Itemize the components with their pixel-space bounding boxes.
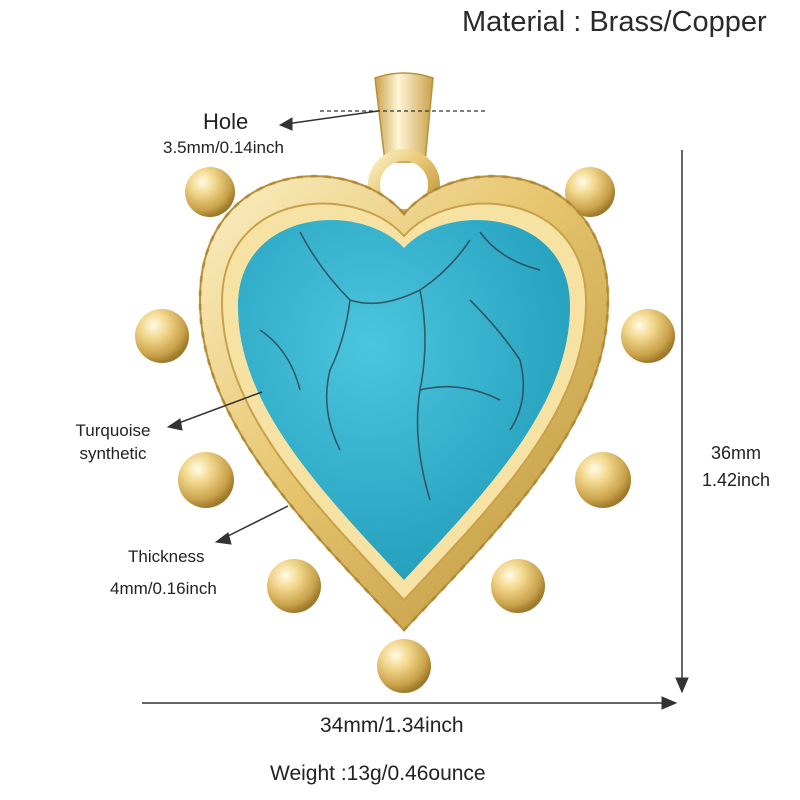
material-label: Material : Brass/Copper (462, 6, 767, 38)
height-label: 36mm 1.42inch (686, 440, 786, 494)
thickness-size-label: 4mm/0.16inch (110, 579, 217, 598)
weight-label: Weight :13g/0.46ounce (270, 762, 486, 785)
decorative-balls (135, 167, 675, 693)
width-label: 34mm/1.34inch (320, 714, 464, 737)
turquoise-stone (238, 219, 570, 581)
height-inch: 1.42inch (701, 470, 771, 490)
height-mm: 36mm (710, 443, 761, 463)
stone-label-line2: synthetic (79, 443, 147, 463)
hole-size-label: 3.5mm/0.14inch (163, 138, 284, 157)
dimension-lines (142, 110, 689, 710)
stone-label: Turquoise synthetic (58, 420, 168, 466)
hole-label: Hole (203, 109, 249, 134)
stone-label-line1: Turquoise (75, 421, 151, 440)
bail (368, 72, 440, 221)
thickness-label: Thickness (128, 547, 205, 566)
